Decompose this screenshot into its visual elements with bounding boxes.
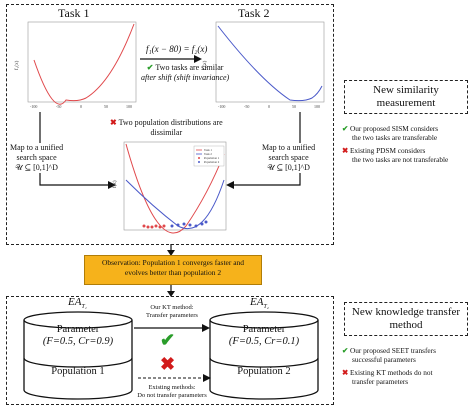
legend-pop1: Population 1: [204, 156, 220, 160]
shift-equation: f₁(x − 80) = f₂(x): [146, 44, 208, 54]
left-cylinder: [23, 311, 133, 400]
shift-note: ✔ Two tasks are similar after shift (shi…: [141, 63, 230, 82]
kt-title: New knowledge transfer method: [351, 306, 461, 331]
population1-points: [142, 224, 166, 229]
map-right-label: Map to a unified search space 𝒰 ⊆ [0,1]^…: [262, 143, 316, 173]
down-arrow-1: [167, 244, 175, 256]
dissimilar-note: ✖ Two population distributions are dissi…: [110, 118, 223, 137]
svg-text:0: 0: [80, 104, 82, 109]
task2-plot: -100 -50 0 50 100 f₂(x): [203, 21, 325, 109]
check-icon: ✔: [146, 63, 154, 72]
right-population: Population 2: [237, 366, 291, 377]
svg-text:100: 100: [314, 104, 320, 109]
similarity-section: [6, 4, 334, 245]
observation-line2: evolves better than population 2: [124, 267, 222, 277]
legend-task1: Task 1: [204, 148, 212, 152]
legend-pop2: Population 2: [204, 160, 220, 164]
observation-line1: Observation: Population 1 converges fast…: [101, 258, 245, 267]
svg-text:-50: -50: [56, 104, 61, 109]
observation-box: Observation: Population 1 converges fast…: [84, 255, 262, 285]
down-arrow-2: [167, 285, 175, 297]
seet-note: ✔ Our proposed SEET transfers successful…: [342, 346, 436, 364]
svg-text:-100: -100: [218, 104, 225, 109]
check-icon: ✔: [160, 330, 176, 350]
merged-legend: Task 1 Task 2 Population 1 Population 2: [193, 145, 225, 167]
svg-text:-50: -50: [244, 104, 249, 109]
existing-kt-note: ✖ Existing KT methods do not transfer pa…: [342, 368, 433, 386]
knowledge-transfer-section: [6, 296, 334, 405]
existing-method-label: Existing methods: Do not transfer parame…: [137, 384, 207, 399]
merged-ylabel: f(x): [113, 180, 118, 188]
svg-text:-100: -100: [30, 104, 37, 109]
left-population: Population 1: [51, 366, 105, 377]
pdsm-note: ✖ Existing PDSM considers the two tasks …: [342, 146, 449, 164]
sism-note: ✔ Our proposed SISM considers the two ta…: [342, 124, 439, 142]
right-cylinder: [209, 311, 319, 400]
task2-ylabel: f₂(x): [203, 60, 208, 70]
population2-points: [170, 220, 208, 228]
svg-text:50: 50: [104, 104, 108, 109]
task2-title: Task 2: [238, 6, 270, 20]
merged-plot: Task 1 Task 2 Population 1 Population 2 …: [113, 141, 227, 234]
transfer-arrow: [134, 324, 210, 332]
svg-text:50: 50: [292, 104, 296, 109]
ea2-label: EAT₂: [250, 296, 269, 311]
cross-icon: ✖: [342, 146, 349, 155]
task1-title: Task 1: [58, 6, 90, 20]
task1-ylabel: f₁(x): [15, 60, 20, 70]
cross-icon: ✖: [110, 118, 117, 127]
check-icon: ✔: [342, 124, 349, 133]
kt-title-box: [344, 302, 468, 336]
legend-task2: Task 2: [204, 152, 212, 156]
similarity-title: New similarity measurement: [373, 84, 439, 109]
svg-text:0: 0: [268, 104, 270, 109]
task1-plot: -100 -50 0 50 100 f₁(x): [15, 21, 137, 109]
ea1-label: EAT₁: [68, 296, 87, 311]
left-parameter: Parameter (F=0.5, Cr=0.9): [42, 324, 114, 347]
map-left-label: Map to a unified search space 𝒰 ⊆ [0,1]^…: [10, 143, 64, 173]
cross-icon: ✖: [342, 368, 349, 377]
similarity-title-box: [344, 80, 468, 114]
map-arrows: [39, 112, 301, 189]
right-parameter: Parameter (F=0.5, Cr=0.1): [228, 324, 300, 347]
shift-arrow: [140, 55, 202, 63]
no-transfer-arrow: [138, 374, 211, 382]
our-method-label: Our KT method: Transfer parameters: [146, 304, 198, 319]
svg-text:100: 100: [126, 104, 132, 109]
cross-icon: ✖: [160, 354, 176, 374]
check-icon: ✔: [342, 346, 349, 355]
